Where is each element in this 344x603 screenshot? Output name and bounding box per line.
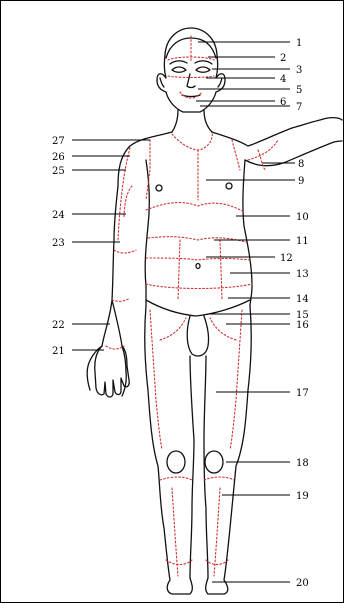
label-20: 20 [296,578,309,589]
label-19: 19 [296,491,309,502]
label-21: 21 [52,346,65,357]
label-3: 3 [296,65,302,76]
navel [196,264,200,269]
right-brow [195,61,212,64]
region-abdomen-verticals [178,240,222,300]
left-leg-inner [190,356,194,578]
left-ear-detail [160,78,164,87]
region-epigastric-line [148,237,246,242]
genital-outline [187,316,208,356]
right-eye [196,67,210,72]
right-ear-detail [218,78,222,87]
region-ankle-lines [166,560,228,565]
region-scalp-lines [168,36,214,62]
label-13: 13 [296,269,309,280]
region-knee-lines [160,477,234,480]
label-9: 9 [298,176,304,187]
label-1: 1 [296,38,302,49]
label-5: 5 [296,85,302,96]
label-4: 4 [280,74,286,85]
region-groin-lines [160,318,236,340]
region-upper-arm-lines [118,148,132,240]
label-25: 25 [52,166,65,177]
label-7: 7 [296,102,302,113]
label-17: 17 [296,388,309,399]
region-hypogastric-line [146,284,252,289]
left-brow [170,61,187,64]
label-27: 27 [52,136,65,147]
neck-right [204,110,212,132]
left-side-outline [87,132,172,396]
region-umbilical-line [146,258,250,260]
label-22: 22 [52,320,65,331]
label-11: 11 [296,236,309,247]
right-nipple [226,183,232,189]
label-2: 2 [280,53,286,64]
label-14: 14 [296,294,309,305]
region-forearm-lines [106,250,136,349]
nose [187,74,195,88]
neck-left [172,110,178,132]
label-8: 8 [298,159,304,170]
label-24: 24 [52,210,65,221]
left-kneecap [167,451,185,473]
label-23: 23 [52,238,65,249]
leader-lines [72,42,295,582]
region-neck-lines [172,132,212,150]
left-leg-outer [145,306,193,594]
label-26: 26 [52,152,65,163]
label-10: 10 [296,212,309,223]
label-12: 12 [280,253,293,264]
left-nipple [156,185,162,191]
label-16: 16 [296,320,309,331]
torso-right [243,160,252,306]
region-costal-line [146,203,244,212]
label-6: 6 [280,97,286,108]
right-kneecap [205,451,223,473]
right-leg-outer [206,306,252,594]
label-18: 18 [296,458,309,469]
left-eye [172,67,186,72]
region-thigh-lines [150,310,242,450]
region-shin-lines [172,488,220,576]
